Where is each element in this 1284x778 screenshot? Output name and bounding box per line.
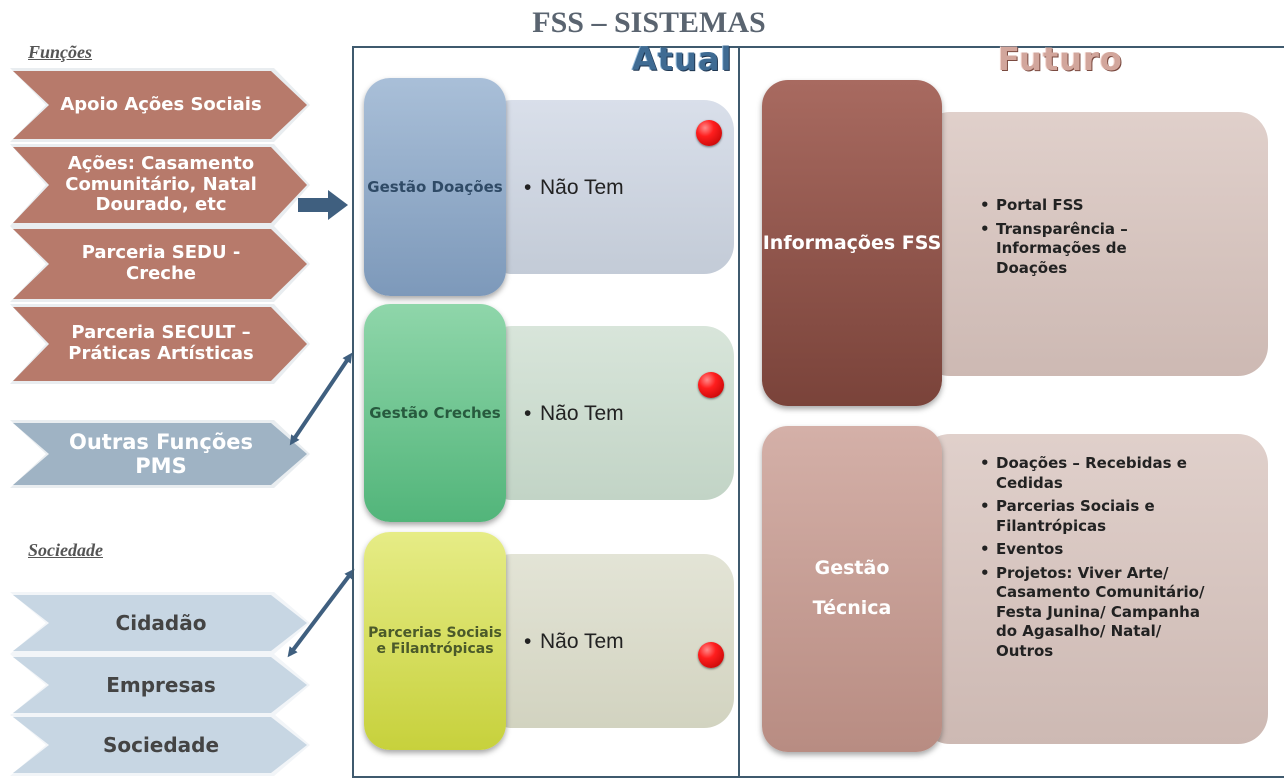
gestao-bullet-eventos: Eventos: [980, 540, 1216, 560]
creches-status: Não Tem: [524, 402, 624, 426]
funcoes-label: Funções: [28, 42, 93, 62]
gestao-doacoes-box: Gestão Doações: [364, 78, 506, 296]
gestao-bullet-parcerias: Parcerias Sociais e Filantrópicas: [980, 497, 1216, 536]
funcao-parceria-secult: Parceria SECULT – Práticas Artísticas: [13, 307, 307, 381]
parcerias-status: Não Tem: [524, 630, 624, 654]
doacoes-red-dot-icon: [696, 120, 722, 146]
gestao-tecnica-box: Gestão Técnica: [762, 426, 942, 752]
page-title: FSS – SISTEMAS: [532, 6, 766, 39]
sociedade-label: Sociedade: [28, 540, 103, 560]
outras-funcoes-pms: Outras Funções PMS: [13, 423, 307, 485]
sociedade-empresas: Empresas: [13, 657, 307, 713]
parcerias-sociais-box: Parcerias Sociais e Filantrópicas: [364, 532, 506, 750]
funcoes-to-atual-arrow: [298, 190, 348, 220]
gestao-creches-box: Gestão Creches: [364, 304, 506, 522]
gestao-bullet-projetos: Projetos: Viver Arte/ Casamento Comunitá…: [980, 564, 1216, 662]
futuro-header: Futuro: [998, 40, 1123, 78]
parcerias-red-dot-icon: [698, 642, 724, 668]
informacoes-fss-box: Informações FSS: [762, 80, 942, 406]
gestao-bullet-doacoes: Doações – Recebidas e Cedidas: [980, 454, 1216, 493]
funcao-acoes-casamento: Ações: Casamento Comunitário, Natal Dour…: [13, 147, 307, 223]
sociedade-cidadao: Cidadão: [13, 595, 307, 651]
doacoes-status: Não Tem: [524, 176, 624, 200]
informacoes-bullet-transparencia: Transparência – Informações de Doações: [980, 220, 1170, 279]
creches-red-dot-icon: [698, 372, 724, 398]
atual-header: Atual: [632, 40, 733, 78]
sociedade-to-parcerias-arrow: [287, 568, 355, 658]
funcao-apoio-acoes-sociais: Apoio Ações Sociais: [13, 71, 307, 139]
outras-to-creches-arrow: [289, 352, 353, 446]
informacoes-bullet-portal: Portal FSS: [980, 196, 1170, 216]
sociedade-sociedade: Sociedade: [13, 717, 307, 773]
funcao-parceria-sedu: Parceria SEDU - Creche: [13, 229, 307, 299]
